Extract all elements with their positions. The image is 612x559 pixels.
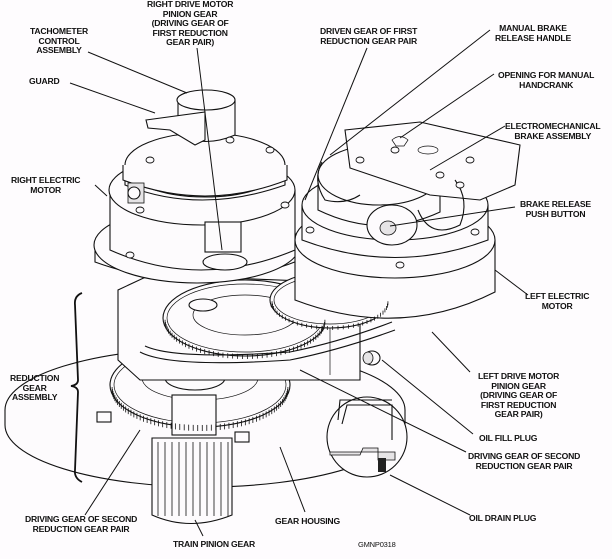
label-driven-gear-first-reduction: DRIVEN GEAR OF FIRST REDUCTION GEAR PAIR [320, 26, 418, 46]
label-left-electric-motor: LEFT ELECTRIC MOTOR [525, 291, 590, 311]
label-driving-gear-second-reduction-left: DRIVING GEAR OF SECOND REDUCTION GEAR PA… [25, 514, 138, 534]
bolt [225, 136, 235, 144]
bolt [135, 206, 145, 214]
label-left-drive-motor-pinion-gear: LEFT DRIVE MOTOR PINION GEAR (DRIVING GE… [478, 371, 560, 420]
bolt [435, 171, 445, 179]
label-manual-brake-release-handle: MANUAL BRAKE RELEASE HANDLE [495, 23, 571, 43]
second-gear-teeth [111, 386, 289, 431]
train-pinion-flutes [157, 442, 229, 516]
bolt [280, 201, 290, 209]
bolt [125, 251, 135, 259]
first-gear-teeth [164, 319, 326, 359]
label-reduction-gear-assembly: REDUCTION GEAR ASSEMBLY [10, 373, 60, 403]
figure-code: GMNP0318 [358, 540, 396, 549]
label-train-pinion-gear: TRAIN PINION GEAR [173, 539, 256, 549]
bolt [390, 146, 400, 154]
oil-drain-inset [326, 396, 408, 478]
reduction-gear-brace [70, 292, 83, 483]
bracket-strap [139, 329, 396, 364]
bolt [355, 156, 365, 164]
label-driving-gear-second-reduction-right: DRIVING GEAR OF SECOND REDUCTION GEAR PA… [468, 451, 581, 471]
bolt [455, 181, 465, 189]
bolt [145, 156, 155, 164]
label-opening-manual-handcrank: OPENING FOR MANUAL HANDCRANK [498, 70, 595, 90]
train-pinion-gear [151, 437, 233, 525]
label-oil-fill-plug: OIL FILL PLUG [479, 433, 538, 443]
bolt [465, 156, 475, 164]
label-tachometer-control-assembly: TACHOMETER CONTROL ASSEMBLY [30, 26, 88, 56]
label-oil-drain-plug: OIL DRAIN PLUG [469, 513, 537, 523]
oil-fill-plug [362, 350, 381, 366]
label-guard: GUARD [29, 76, 60, 86]
pinion-gear-teeth [271, 301, 389, 330]
bolts [125, 136, 480, 269]
bolt [305, 226, 315, 234]
label-electromechanical-brake-assembly: ELECTROMECHANICAL BRAKE ASSEMBLY [505, 121, 601, 141]
label-brake-release-push-button: BRAKE RELEASE PUSH BUTTON [520, 199, 591, 219]
label-right-electric-motor: RIGHT ELECTRIC MOTOR [11, 175, 81, 195]
bolt [265, 146, 275, 154]
right-electric-motor [93, 132, 301, 284]
leader-lines [69, 29, 529, 537]
bolt [395, 261, 405, 269]
label-right-drive-motor-pinion-gear: RIGHT DRIVE MOTOR PINION GEAR (DRIVING G… [147, 0, 234, 48]
label-gear-housing: GEAR HOUSING [275, 516, 340, 526]
bolt [470, 228, 480, 236]
